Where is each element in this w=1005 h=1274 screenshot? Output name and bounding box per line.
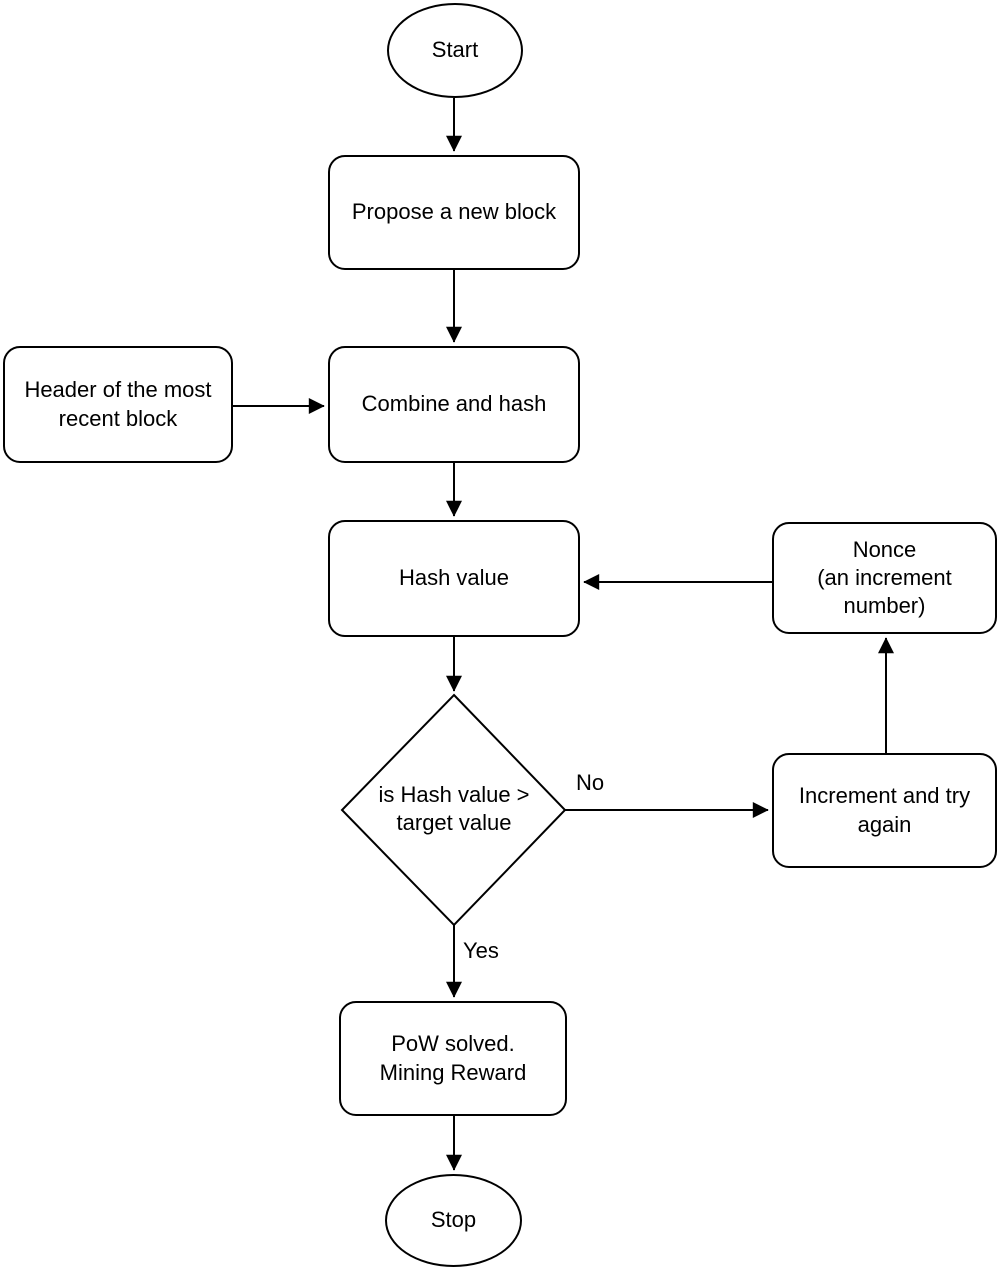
node-start-label: Start	[431, 37, 479, 63]
node-pow-solved-label: PoW solved. Mining Reward	[379, 1031, 527, 1085]
node-nonce: Nonce (an increment number)	[772, 522, 997, 634]
edge-label-no: No	[574, 770, 607, 796]
node-decision-label: is Hash value > target value	[378, 781, 530, 835]
node-increment-try-again: Increment and try again	[772, 753, 997, 868]
node-nonce-label: Nonce (an increment number)	[817, 536, 952, 619]
node-decision-hash-vs-target: is Hash value > target value	[344, 779, 564, 839]
node-start: Start	[387, 3, 523, 98]
edge-label-yes: Yes	[461, 938, 501, 964]
node-header-label: Header of the most recent block	[24, 377, 212, 431]
node-combine-label: Combine and hash	[361, 391, 547, 417]
node-hash-value: Hash value	[328, 520, 580, 637]
node-propose-new-block: Propose a new block	[328, 155, 580, 270]
node-stop-label: Stop	[430, 1207, 477, 1233]
node-stop: Stop	[385, 1174, 522, 1267]
decision-diamond-shape	[340, 693, 567, 927]
node-hash-value-label: Hash value	[398, 565, 510, 591]
node-increment-label: Increment and try again	[798, 783, 971, 837]
node-header-recent-block: Header of the most recent block	[3, 346, 233, 463]
node-pow-solved: PoW solved. Mining Reward	[339, 1001, 567, 1116]
node-combine-and-hash: Combine and hash	[328, 346, 580, 463]
node-propose-label: Propose a new block	[351, 199, 557, 225]
